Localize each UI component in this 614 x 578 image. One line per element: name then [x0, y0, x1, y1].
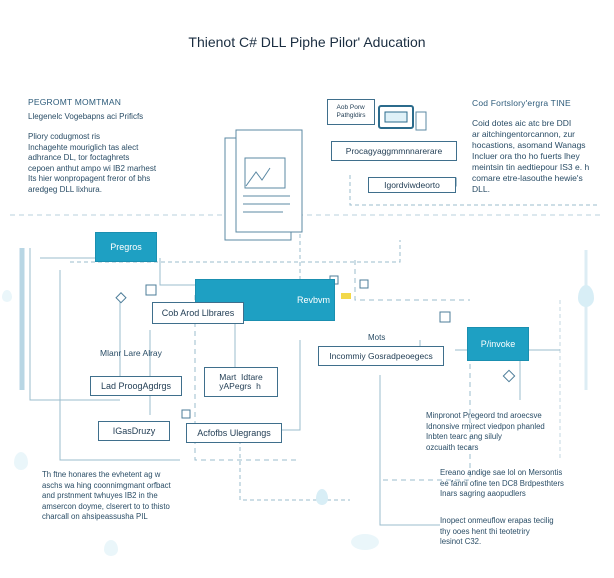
- load-programs-node[interactable]: Lad ProogAgdrgs: [90, 376, 182, 396]
- progress-node[interactable]: Pregros: [95, 232, 157, 262]
- decorative-bubble: [2, 290, 12, 302]
- right-panel-text: Coid dotes aic atc bre DDI ar aitchingen…: [472, 118, 590, 194]
- left-panel-text: Pliory codugmost ris Inchagehte mourigli…: [28, 132, 157, 194]
- gasdruzy-node[interactable]: IGasDruzy: [98, 421, 170, 441]
- bottom-right-note-2: Ereano andige sae lol on Mersontis ee fa…: [440, 468, 564, 498]
- main-array-label: Mlanr Lare Alray: [100, 348, 162, 358]
- decorative-bubble: [351, 534, 379, 550]
- monitor-icon: [378, 105, 427, 131]
- decorative-bubble: [104, 540, 118, 556]
- path-builders-label: Aob Porw Pathgldirs: [327, 99, 375, 125]
- guard-wrapper-box[interactable]: Igordviwdeorto: [368, 177, 456, 193]
- right-panel-heading: Cod Fortslory'ergra TINE: [472, 98, 571, 108]
- decorative-bubble: [14, 452, 28, 470]
- incoming-node[interactable]: Incommiy Gosradpeoegecs: [318, 346, 444, 366]
- bottom-left-text: Th ftne honares the evhetent ag w aschs …: [42, 470, 171, 521]
- bottom-right-note-1: Minpronot Pregeord tnd aroecsve Idnonsiv…: [426, 411, 545, 452]
- decorative-bubble: [578, 285, 594, 307]
- maps-label: Mots: [368, 333, 386, 342]
- decorative-bubble: [316, 489, 328, 505]
- processing-box[interactable]: Procagyaggmmnnarerare: [331, 141, 457, 161]
- diagram-title: Thienot C# DLL Piphe Pilor' Aducation: [188, 34, 426, 50]
- pinvoke-node[interactable]: P/invoke: [467, 327, 529, 361]
- bottom-right-note-3: Inopect onmeuflow erapas tecilig thy ooe…: [440, 516, 554, 546]
- left-panel-heading: PEGROMT MOMTMAN: [28, 97, 122, 107]
- left-panel-subheading: Llegenelc Vogebapns aci Prificfs: [28, 112, 144, 121]
- mart-features-node[interactable]: Mart Idtare yAPegrs h: [204, 367, 278, 397]
- document-icon: [224, 129, 303, 241]
- code-libraries-node[interactable]: Cob Arod Llbrares: [152, 302, 244, 324]
- actions-managers-node[interactable]: Acfofbs Ulegrangs: [186, 423, 282, 443]
